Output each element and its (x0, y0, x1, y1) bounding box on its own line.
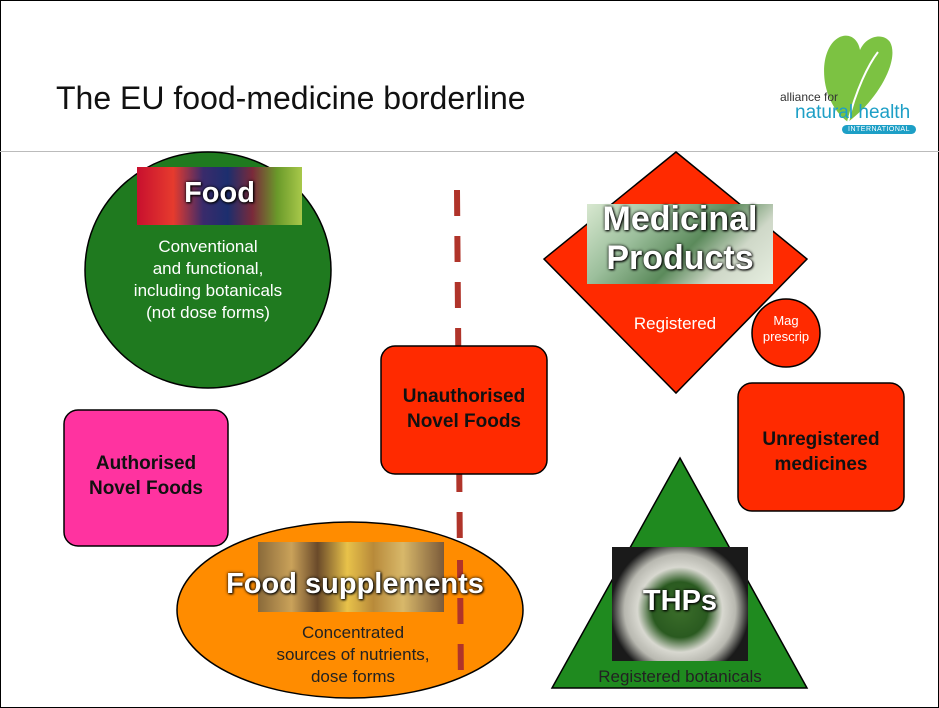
unauthorised-novel-foods-box (380, 345, 548, 475)
medicinal-products-status: Registered (633, 314, 717, 333)
mag-prescrip-label: Mag prescrip (762, 313, 810, 345)
food-photo (137, 167, 302, 225)
leaf-logo-icon (824, 35, 893, 123)
food-label: Food (184, 177, 255, 209)
mag-prescrip-circle (751, 298, 821, 368)
logo-tag-international: INTERNATIONAL (842, 125, 916, 134)
unregistered-medicines-label: Unregistered medicines (762, 429, 880, 475)
food-supplements-photo (258, 542, 444, 612)
thps-label: THPs (642, 585, 718, 617)
logo-text-natural-health: natural health (795, 102, 911, 123)
medicinal-products-photo (587, 204, 773, 284)
medicinal-products-label: Medicinal Products (602, 200, 758, 278)
title-divider (0, 151, 939, 152)
slide-title: The EU food-medicine borderline (56, 80, 526, 116)
unauthorised-novel-foods-label: Unauthorised Novel Foods (402, 386, 526, 432)
unregistered-medicines-box (737, 382, 905, 512)
logo-text-alliance: alliance for (780, 90, 839, 104)
authorised-novel-foods-label: Authorised Novel Foods (88, 453, 203, 499)
thps-status: Registered botanicals (598, 667, 762, 686)
food-description: Conventional and functional, including b… (133, 237, 283, 323)
food-supplements-label: Food supplements (226, 568, 484, 600)
thps-photo (612, 547, 748, 661)
authorised-novel-foods-box (63, 409, 229, 547)
food-supplements-description: Concentrated sources of nutrients, dose … (276, 623, 430, 687)
